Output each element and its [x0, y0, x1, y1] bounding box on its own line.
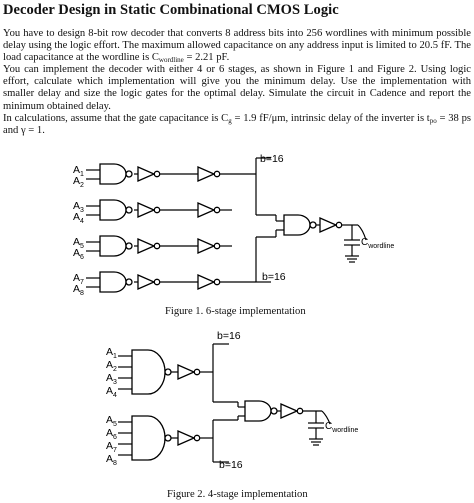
fig2-input-a6: A6 — [106, 427, 117, 441]
fig1-input-a8: A8 — [73, 283, 84, 297]
fig1-input-a2: A2 — [73, 175, 84, 189]
fig1-input-a6: A6 — [73, 247, 84, 261]
fig1-nand-gate-2 — [99, 199, 127, 221]
fig1-input-a3: A3 — [73, 200, 84, 214]
paragraph-1: You have to design 8-bit row decoder tha… — [3, 28, 471, 64]
fig1-inverter — [137, 274, 156, 290]
page-title: Decoder Design in Static Combinational C… — [3, 2, 339, 18]
fig2-final-nand-gate — [244, 400, 272, 422]
fig1-nand-bubble-3 — [125, 242, 133, 250]
fig1-nand-gate-1 — [99, 163, 127, 185]
fig1-inverter-bubble — [213, 170, 221, 178]
fig2-nand4-bubble-top — [164, 368, 172, 376]
paragraph-3-c: = 38 ps and γ = 1. — [3, 112, 471, 136]
fig1-inverter-bubble — [153, 242, 161, 250]
fig1-wires — [86, 157, 367, 288]
fig1-input-a1: A1 — [73, 164, 84, 178]
paragraph-3: In calculations, assume that the gate ca… — [3, 113, 471, 137]
fig2-branch-top-label: b=16 — [217, 330, 241, 342]
figure-1-caption: Figure 1. 6-stage implementation — [165, 306, 306, 317]
paragraph-3-a: In calculations, assume that the gate ca… — [3, 112, 229, 124]
fig1-branch-top-label: b=16 — [260, 153, 284, 165]
fig1-input-labels: A1 A2 A3 A4 A5 A6 A7 A8 — [73, 164, 84, 297]
fig2-input-a7: A7 — [106, 440, 117, 454]
fig1-nand2-gates — [99, 163, 133, 293]
fig1-inverter-bubble — [213, 278, 221, 286]
fig1-inverter — [137, 238, 156, 254]
fig1-nand-bubble-1 — [125, 170, 133, 178]
fig1-inverter-bubble — [213, 206, 221, 214]
fig1-inverters — [137, 166, 343, 290]
fig1-inverter-bubble — [153, 206, 161, 214]
figure-2-caption: Figure 2. 4-stage implementation — [167, 489, 308, 500]
figure-2-schematic: A1 A2 A3 A4 A5 A6 A7 A8 b=16 b=16 Cwordl… — [106, 330, 358, 471]
cg-subscript: g — [228, 116, 232, 125]
fig2-final-inverter — [280, 403, 299, 419]
paragraph-1-text: You have to design 8-bit row decoder tha… — [3, 28, 471, 64]
fig2-wires — [118, 343, 331, 463]
problem-text: You have to design 8-bit row decoder tha… — [3, 28, 471, 137]
fig2-final-nand-bubble — [270, 407, 278, 415]
fig1-inverter — [137, 202, 156, 218]
fig1-inverter-bubble — [153, 170, 161, 178]
fig2-inverter-bottom — [177, 430, 196, 446]
paragraph-1-end: = 2.21 pF. — [183, 52, 230, 64]
fig1-nand-gate-4 — [99, 271, 127, 293]
paragraph-3-b: = 1.9 fF/μm, intrinsic delay of the inve… — [231, 112, 430, 124]
fig1-inverter — [197, 166, 216, 182]
fig1-inverter — [197, 202, 216, 218]
fig1-nand-gate-3 — [99, 235, 127, 257]
wordline-subscript: wordline — [158, 56, 184, 65]
fig1-inverter-bubble — [213, 242, 221, 250]
fig2-nand4-bubble-bottom — [164, 434, 172, 442]
fig1-branch-bottom-label: b=16 — [262, 271, 286, 283]
fig2-input-labels: A1 A2 A3 A4 A5 A6 A7 A8 — [106, 346, 117, 467]
tpo-subscript: po — [429, 116, 437, 125]
fig1-final-nand-gate — [283, 214, 311, 236]
fig2-gates — [131, 349, 304, 461]
fig1-load-label: Cwordline — [361, 237, 394, 250]
fig2-final-inverter-bubble — [296, 407, 304, 415]
fig2-input-a5: A5 — [106, 414, 117, 428]
fig2-inverter-top-bubble — [193, 368, 201, 376]
fig1-nand-bubble-4 — [125, 278, 133, 286]
fig1-input-a7: A7 — [73, 272, 84, 286]
fig1-inverter — [197, 274, 216, 290]
fig1-inverter — [197, 238, 216, 254]
fig2-nand4-gate-top — [131, 349, 166, 395]
fig1-inverter-bubble — [153, 278, 161, 286]
fig2-input-a8: A8 — [106, 453, 117, 467]
fig2-branch-bottom-label: b=16 — [219, 459, 243, 471]
paragraph-2: You can implement the decoder with eithe… — [3, 64, 471, 112]
fig1-nand-bubble-2 — [125, 206, 133, 214]
figure-1-schematic: A1 A2 A3 A4 A5 A6 A7 A8 b=16 b=16 Cwordl… — [73, 153, 394, 297]
fig1-final-inverter — [319, 217, 338, 233]
fig1-final-nand-bubble — [309, 221, 317, 229]
fig2-inverter-bottom-bubble — [193, 434, 201, 442]
fig2-input-a2: A2 — [106, 359, 117, 373]
fig2-input-a3: A3 — [106, 372, 117, 386]
fig1-inverter — [137, 166, 156, 182]
fig2-input-a4: A4 — [106, 385, 117, 399]
fig2-input-a1: A1 — [106, 346, 117, 360]
fig2-nand4-gate-bottom — [131, 415, 166, 461]
fig2-load-label: Cwordline — [325, 421, 358, 434]
fig1-input-a5: A5 — [73, 236, 84, 250]
fig1-input-a4: A4 — [73, 211, 84, 225]
fig2-inverter-top — [177, 364, 196, 380]
fig1-final-inverter-bubble — [335, 221, 343, 229]
